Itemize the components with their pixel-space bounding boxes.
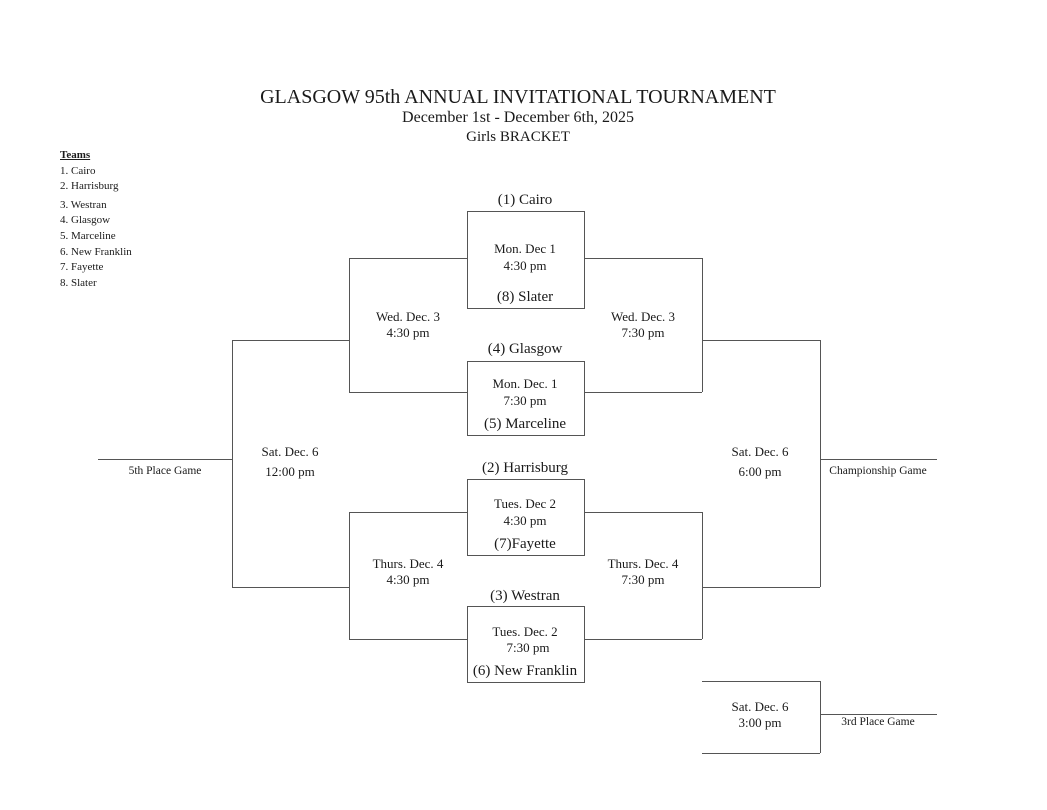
game-time: 3:00 pm — [738, 715, 782, 730]
game-box-3 — [467, 479, 585, 556]
game-time: 7:30 pm — [503, 393, 547, 408]
team-slot: (8) Slater — [496, 289, 554, 305]
game-time: 12:00 pm — [265, 464, 315, 479]
page-title: GLASGOW 95th ANNUAL INVITATIONAL TOURNAM… — [260, 86, 776, 108]
team-item: 6. New Franklin — [60, 245, 132, 258]
game-date: Tues. Dec. 2 — [492, 624, 558, 639]
bracket-line — [820, 681, 821, 753]
team-slot: (5) Marceline — [483, 416, 567, 432]
game-time: 7:30 pm — [506, 640, 550, 655]
game-date: Sat. Dec. 6 — [731, 699, 789, 714]
bracket-line — [349, 392, 467, 393]
bracket-line — [702, 512, 703, 639]
bracket-line — [349, 258, 467, 259]
teams-heading: Teams — [60, 149, 91, 161]
bracket-line — [584, 258, 702, 259]
bracket-line — [702, 258, 703, 392]
team-slot: (1) Cairo — [497, 192, 553, 208]
bracket-line — [702, 753, 820, 754]
game-date: Sat. Dec. 6 — [261, 444, 319, 459]
game-date: Wed. Dec. 3 — [611, 309, 675, 324]
game-date: Sat. Dec. 6 — [731, 444, 789, 459]
bracket-line — [702, 681, 820, 682]
team-item: 7. Fayette — [60, 261, 104, 274]
bracket-line — [349, 258, 350, 392]
bracket-line — [584, 512, 702, 513]
team-slot: (3) Westran — [490, 588, 560, 604]
game-box-2 — [467, 361, 585, 436]
team-slot: (4) Glasgow — [487, 341, 563, 357]
championship-line — [820, 459, 937, 460]
bracket-line — [820, 340, 821, 587]
team-slot: (6) New Franklin — [472, 663, 578, 679]
team-item: 2. Harrisburg — [60, 180, 119, 193]
game-date: Mon. Dec 1 — [494, 241, 556, 256]
bracket-line — [349, 639, 467, 640]
game-date: Wed. Dec. 3 — [376, 309, 440, 324]
game-date: Thurs. Dec. 4 — [607, 556, 679, 571]
fifth-place-label: 5th Place Game — [128, 465, 202, 477]
fifth-place-line — [98, 459, 232, 460]
bracket-line — [702, 587, 820, 588]
championship-label: Championship Game — [829, 465, 927, 477]
game-time: 7:30 pm — [621, 325, 665, 340]
team-slot: (7)Fayette — [494, 536, 556, 552]
bracket-line — [349, 512, 350, 639]
bracket-line — [232, 340, 349, 341]
bracket-line — [349, 512, 467, 513]
game-time: 6:00 pm — [738, 464, 782, 479]
team-item: 1. Cairo — [60, 164, 96, 177]
game-time: 4:30 pm — [503, 513, 547, 528]
game-date: Thurs. Dec. 4 — [372, 556, 444, 571]
bracket-line — [584, 392, 702, 393]
team-item: 5. Marceline — [60, 229, 116, 242]
team-item: 4. Glasgow — [60, 214, 111, 227]
third-place-line — [820, 714, 937, 715]
game-date: Tues. Dec 2 — [494, 496, 556, 511]
bracket-name: Girls BRACKET — [466, 129, 570, 145]
game-time: 4:30 pm — [503, 258, 547, 273]
team-slot: (2) Harrisburg — [482, 460, 568, 476]
teams-list: Teams 1. Cairo 2. Harrisburg 3. Westran … — [60, 148, 132, 291]
game-time: 4:30 pm — [386, 572, 430, 587]
bracket-line — [232, 587, 349, 588]
team-item: 8. Slater — [60, 276, 97, 289]
game-time: 4:30 pm — [386, 325, 430, 340]
bracket-line — [702, 340, 820, 341]
game-time: 7:30 pm — [621, 572, 665, 587]
game-box-1 — [467, 211, 585, 309]
third-place-label: 3rd Place Game — [841, 716, 915, 728]
bracket-line — [584, 639, 702, 640]
team-item: 3. Westran — [60, 198, 107, 211]
game-box-4 — [467, 606, 585, 683]
date-range: December 1st - December 6th, 2025 — [402, 109, 634, 126]
game-date: Mon. Dec. 1 — [492, 376, 558, 391]
bracket-line — [232, 340, 233, 587]
